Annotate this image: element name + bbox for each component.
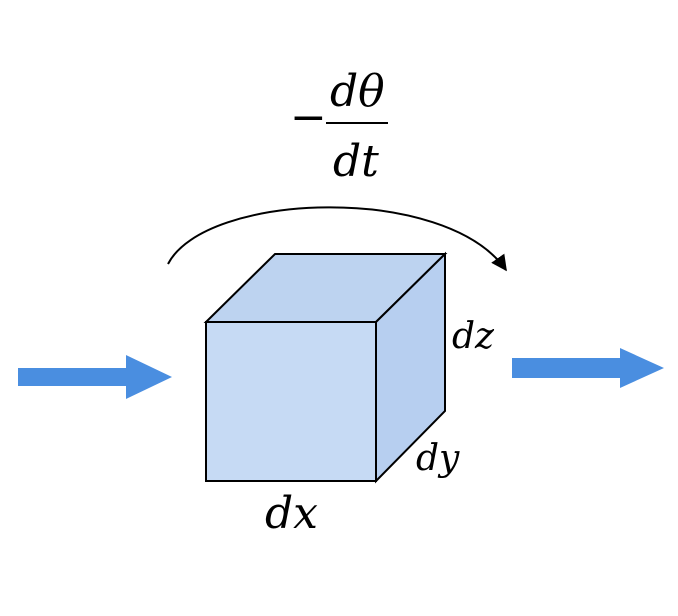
label-dz: dz <box>452 316 495 357</box>
cube-front-face <box>205 321 377 482</box>
rotation-arrow <box>167 206 507 272</box>
cube <box>203 251 448 484</box>
rate-numerator: dθ <box>330 66 385 117</box>
rate-expression: − dθ dt <box>290 66 388 187</box>
rate-minus-sign: − <box>290 92 327 143</box>
outflow-arrow <box>512 348 664 388</box>
label-dx: dx <box>265 488 318 539</box>
rate-denominator: dt <box>333 136 379 187</box>
inflow-arrow <box>18 355 172 399</box>
label-dy: dy <box>416 438 460 479</box>
